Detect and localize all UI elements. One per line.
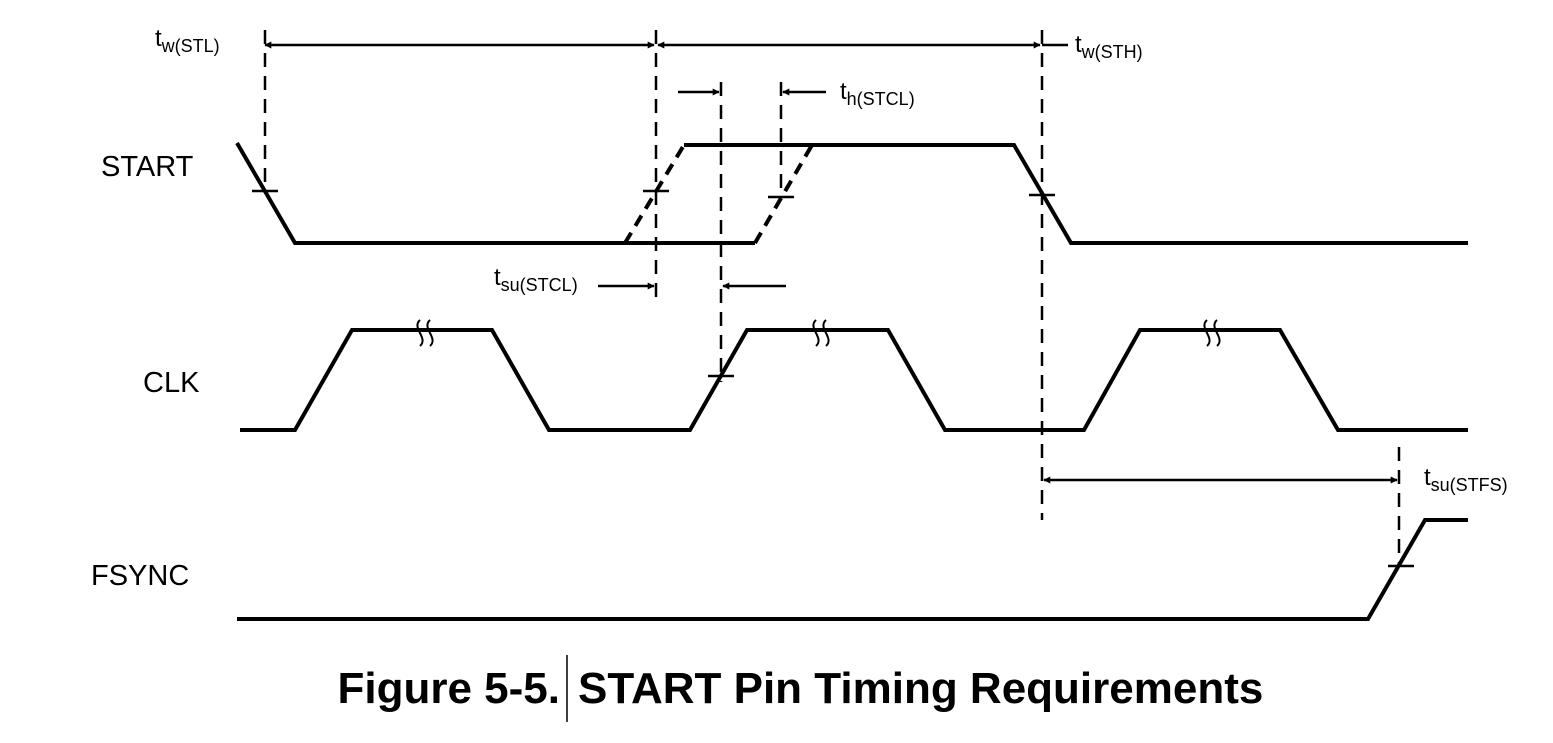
- tsu-stfs-label: tsu(STFS): [1424, 464, 1508, 495]
- tsu-stfs-annotation: tsu(STFS): [1043, 464, 1508, 495]
- clock-break-2: [812, 319, 830, 347]
- timing-guides: [263, 30, 1401, 567]
- tsu-stcl-annotation: tsu(STCL): [494, 264, 786, 295]
- tw-sth-annotation: tw(STH): [657, 31, 1143, 62]
- tw-stl-annotation: tw(STL): [155, 25, 655, 56]
- figure-caption: Figure 5-5. START Pin Timing Requirement…: [338, 655, 1263, 722]
- th-stcl-label: th(STCL): [840, 78, 915, 109]
- figure-title: START Pin Timing Requirements: [578, 664, 1263, 713]
- th-stcl-annotation: th(STCL): [678, 78, 915, 109]
- signal-label-clk: CLK: [143, 367, 200, 399]
- signal-label-fsync: FSYNC: [91, 560, 189, 592]
- clock-break-1: [416, 319, 434, 347]
- clock-break-3: [1203, 319, 1221, 347]
- signal-label-start: START: [101, 151, 194, 183]
- figure-number: Figure 5-5.: [338, 664, 561, 713]
- tw-stl-label: tw(STL): [155, 25, 220, 56]
- tsu-stcl-label: tsu(STCL): [494, 264, 578, 295]
- tw-sth-label: tw(STH): [1075, 31, 1143, 62]
- start-waveform: [235, 141, 1468, 245]
- clk-waveform: [240, 319, 1468, 432]
- fsync-waveform: [237, 518, 1468, 621]
